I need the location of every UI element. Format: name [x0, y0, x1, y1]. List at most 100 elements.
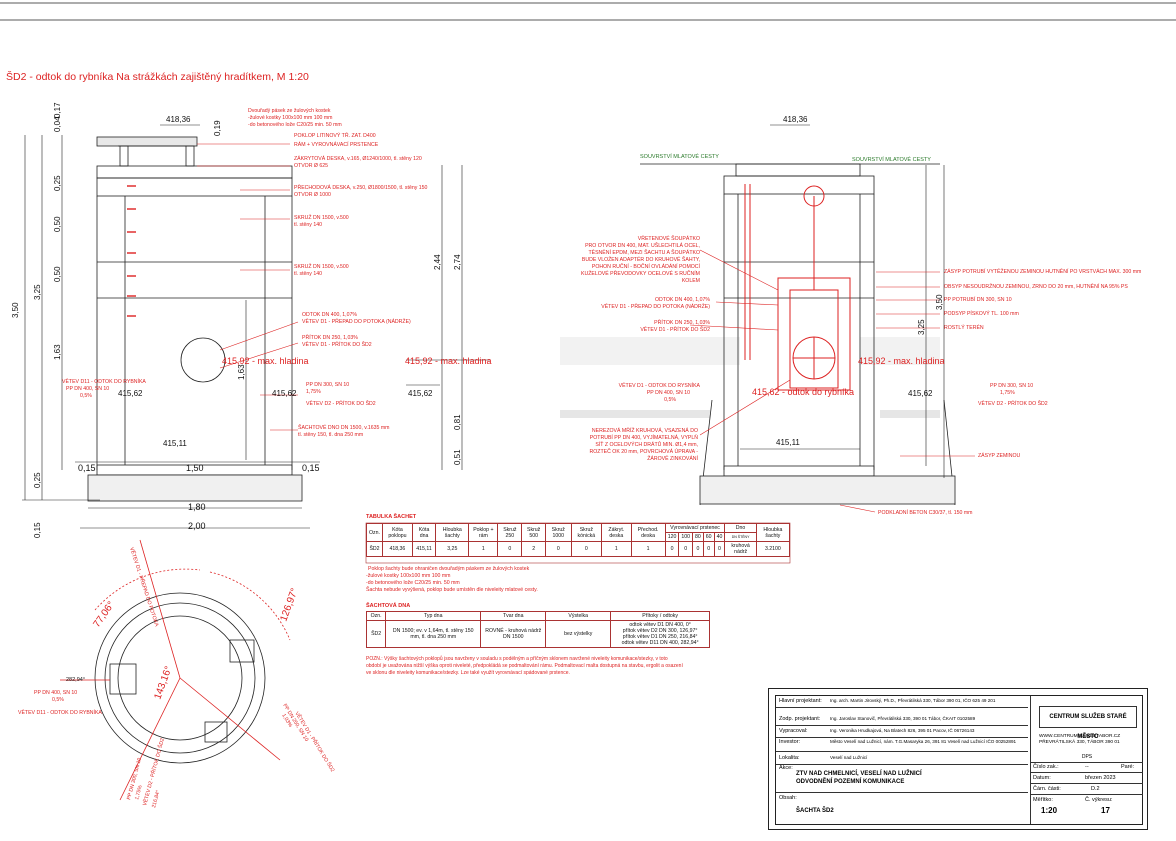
cell: 1	[468, 541, 499, 557]
cislo-zak-value: --	[1085, 764, 1089, 770]
svg-text:VĚTEV D1 - PŘEPAD DO POTOKA: VĚTEV D1 - PŘEPAD DO POTOKA	[128, 546, 161, 628]
svg-text:3,25: 3,25	[33, 284, 42, 300]
svg-text:PODKLADNÍ BETON C30/37, tl. 15: PODKLADNÍ BETON C30/37, tl. 150 mm	[878, 509, 972, 516]
svg-text:2,44: 2,44	[433, 254, 442, 270]
stamp-value: Ing. Jaroslav Stanovič, Převrátilská 330…	[830, 716, 976, 721]
th-ring-100: 100	[678, 532, 694, 542]
svg-text:období je uvažována nižší výšk: období je uvažována nižší výška oproti n…	[366, 663, 683, 669]
svg-text:tl. stěny 150, tl. dna 250 mm: tl. stěny 150, tl. dna 250 mm	[298, 432, 363, 438]
turf-left: SOUVRSTVÍ MLATOVÉ CESTY	[640, 153, 719, 160]
svg-text:PP DN 400, SN 10: PP DN 400, SN 10	[647, 390, 690, 396]
table-row: ŠD2 DN 1500; ev. v 1,64m, tl. stěny 150 …	[365, 620, 710, 648]
stamp-row: Hlavní projektant: Ing. arch. Martin Jir…	[776, 696, 1028, 708]
logo-text: CENTRUM SLUŽEB STARÉ MĚSTO	[1049, 714, 1127, 740]
akce-block: Akce: ZTV NAD CHMELNICÍ, VESELÍ NAD LUŽN…	[776, 764, 1028, 793]
th-hloubka-2: Hloubka šachty	[755, 523, 791, 542]
plan-view	[94, 592, 266, 764]
shaft-table: Ozn. Kóta poklopu Kóta dna Hloubka šacht…	[366, 523, 791, 557]
flow-line: přítok větev D1 DN 250, 216,84°	[622, 634, 698, 640]
th-kota-poklopu: Kóta poklopu	[381, 523, 413, 542]
cell: ŠD2	[366, 541, 383, 557]
cell: 0	[678, 541, 694, 557]
cell: bez výstelky	[545, 620, 612, 648]
svg-text:PRO OTVOR DN 400, MAT. UŠLECHT: PRO OTVOR DN 400, MAT. UŠLECHTILÁ OCEL,	[585, 242, 700, 249]
svg-text:PP POTRUBÍ DN 300, SN 10: PP POTRUBÍ DN 300, SN 10	[944, 296, 1012, 303]
th-b-ozn: Ozn.	[365, 611, 387, 621]
obsah-block: Obsah: ŠACHTA ŠD2	[776, 794, 1028, 822]
flow-line: odtok větev D11 DN 400, 282,94°	[621, 640, 699, 646]
ladder-rungs	[127, 185, 136, 317]
svg-text:0,15: 0,15	[33, 522, 42, 538]
svg-text:POTRUBÍ PP DN 400, VYJÍMATELNÁ: POTRUBÍ PP DN 400, VYJÍMATELNÁ, VYPLŇ	[590, 434, 698, 441]
svg-text:3,50: 3,50	[11, 302, 20, 318]
akce-line: ODVODNĚNÍ POZEMNÍ KOMUNIKACE	[796, 779, 905, 785]
svg-text:0,5%: 0,5%	[80, 393, 92, 399]
right-dimension-lines	[740, 124, 945, 478]
stamp-value: Ing. arch. Martin Jirovský, Ph.D., Převr…	[830, 698, 996, 703]
svg-text:SKRUŽ DN 1500, v.500: SKRUŽ DN 1500, v.500	[294, 213, 349, 221]
svg-text:RÁM + VYROVNÁVACÍ PRSTENCE: RÁM + VYROVNÁVACÍ PRSTENCE	[294, 141, 379, 148]
shaft-table-heading: TABULKA ŠACHET	[366, 512, 417, 520]
valve	[744, 184, 851, 391]
akce-label: Akce:	[779, 765, 793, 771]
cell: 3,25	[435, 541, 470, 557]
svg-text:ZÁSYP POTRUBÍ VYTĚŽENOU ZEMINO: ZÁSYP POTRUBÍ VYTĚŽENOU ZEMINOU HUTNĚNÍ …	[944, 267, 1141, 275]
svg-text:VĚTEV D2 - PŘÍTOK DO ŠD2: VĚTEV D2 - PŘÍTOK DO ŠD2	[306, 399, 376, 407]
cast-label: Čárn. části:	[1033, 786, 1061, 792]
stamp-row: Investor: Město Veselí nad Lužnicí, nám.…	[776, 737, 1028, 752]
th-skruz250: Skruž 250	[497, 523, 523, 542]
cell-flows: odtok větev D1 DN 400, 0° přítok větev D…	[610, 620, 710, 648]
flow-line: přítok větev D2 DN 300, 126,97°	[622, 628, 698, 634]
svg-text:-do betonového lože C20/25: -do betonového lože C20/25 min. 50 mm	[366, 580, 460, 586]
meritko-label: Měřítko:	[1033, 797, 1053, 803]
svg-text:1,80: 1,80	[188, 502, 206, 512]
svg-text:PP DN 300, SN 10: PP DN 300, SN 10	[990, 383, 1033, 389]
cell: 2	[521, 541, 547, 557]
th-zakryt: Zákryt. deska	[601, 523, 632, 542]
datum-value: březen 2023	[1085, 775, 1116, 781]
cover-note: Dvouřadý pásek ze žulových kostek -žulov…	[248, 108, 342, 128]
stamp-row: Zodp. projektant: Ing. Jaroslav Stanovič…	[776, 714, 1028, 726]
th-b-tvar: Tvar dna	[480, 611, 547, 621]
info-grid: Číslo zak.: -- Paré: Datum: březen 2023 …	[1030, 762, 1143, 824]
svg-text:PODSYP PÍSKOVÝ TL. 100 mm: PODSYP PÍSKOVÝ TL. 100 mm	[944, 310, 1019, 317]
svg-text:VĚTEV D11 - ODTOK DO RYBNÍKA: VĚTEV D11 - ODTOK DO RYBNÍKA	[62, 377, 146, 385]
svg-text:Poklop šachty bude ohraničen d: Poklop šachty bude ohraničen dvouřadým p…	[368, 566, 530, 572]
svg-text:1,75%: 1,75%	[134, 784, 144, 800]
th-hloubka: Hloubka šachty	[435, 523, 470, 542]
th-prechod: Přechod. deska	[630, 523, 666, 542]
svg-text:0,50: 0,50	[53, 266, 62, 282]
svg-text:PP DN 300, SN 10: PP DN 300, SN 10	[306, 382, 349, 388]
th-dno: Dno	[724, 523, 757, 533]
svg-text:VĚTEV D1 - PŘÍTOK DO ŠD2: VĚTEV D1 - PŘÍTOK DO ŠD2	[302, 340, 372, 348]
svg-text:VĚTEV D1 - PŘÍTOK DO ŠD2: VĚTEV D1 - PŘÍTOK DO ŠD2	[293, 710, 337, 773]
cell: 0	[570, 541, 603, 557]
akce-line: ZTV NAD CHMELNICÍ, VESELÍ NAD LUŽNICÍ	[796, 771, 922, 777]
left-dims-vertical: 0,17 0,04 0,19 0,25 0,50 0,50 1,63 3,25 …	[11, 102, 462, 538]
cell: 3.2100	[755, 541, 791, 557]
svg-text:1,50: 1,50	[186, 463, 204, 473]
svg-text:BUDE VLOŽEN ADAPTÉR DO KRUHOV: BUDE VLOŽEN ADAPTÉR DO KRUHOVÉ ŠAHTY,	[582, 255, 700, 263]
left-max-level: 415,92 - max. hladina	[222, 356, 309, 366]
cell: kruhová nádrž	[724, 541, 757, 557]
svg-text:TĚSNĚNÍ EPDM, MEZI ŠACHTU A ŠO: TĚSNĚNÍ EPDM, MEZI ŠACHTU A ŠOUPÁTKO	[588, 248, 700, 256]
obsah-label: Obsah:	[779, 795, 797, 801]
left-bottom-level: 415,11	[163, 439, 187, 448]
svg-text:KUŽELOVÉ PŘEVODOVKY OCELOVÉ S: KUŽELOVÉ PŘEVODOVKY OCELOVÉ S RUČNÍM	[581, 269, 700, 277]
svg-text:PŘECHODOVÁ DESKA, v.250, Ø1800: PŘECHODOVÁ DESKA, v.250, Ø1800/1500, tl.…	[294, 183, 428, 191]
svg-text:POHON RUČNÍ - BOČNÍ OVLÁDÁNÍ P: POHON RUČNÍ - BOČNÍ OVLÁDÁNÍ POMOCÍ	[592, 263, 701, 270]
svg-text:ODTOK DN 400, 1,07%: ODTOK DN 400, 1,07%	[655, 297, 710, 303]
right-dim-325: 3,25	[917, 319, 926, 335]
svg-text:-žulové kostky 100x100 mm: -žulové kostky 100x100 mm 100 mm	[248, 115, 332, 121]
stamp-value: Město Veselí nad Lužnicí, nám. T.G.Masar…	[830, 739, 1017, 744]
left-level-outlet-2: 415,62	[408, 389, 433, 398]
svg-text:ODTOK DN 400, 1,07%: ODTOK DN 400, 1,07%	[302, 312, 357, 318]
svg-text:OTVOR Ø 1000: OTVOR Ø 1000	[294, 192, 331, 198]
cell: 1	[601, 541, 632, 557]
svg-text:Dvouřadý pásek ze žulových kos: Dvouřadý pásek ze žulových kostek	[248, 108, 331, 114]
left-level-outlet: 415,62	[118, 389, 143, 398]
svg-text:0,81: 0,81	[453, 414, 462, 430]
valve-note: VŘETENOVÉ ŠOUPÁTKO PRO OTVOR DN 400, MAT…	[581, 234, 701, 284]
left-dims-horizontal: 0,15 1,50 0,15 1,80 2,00	[78, 463, 320, 531]
svg-text:0,15: 0,15	[302, 463, 320, 473]
